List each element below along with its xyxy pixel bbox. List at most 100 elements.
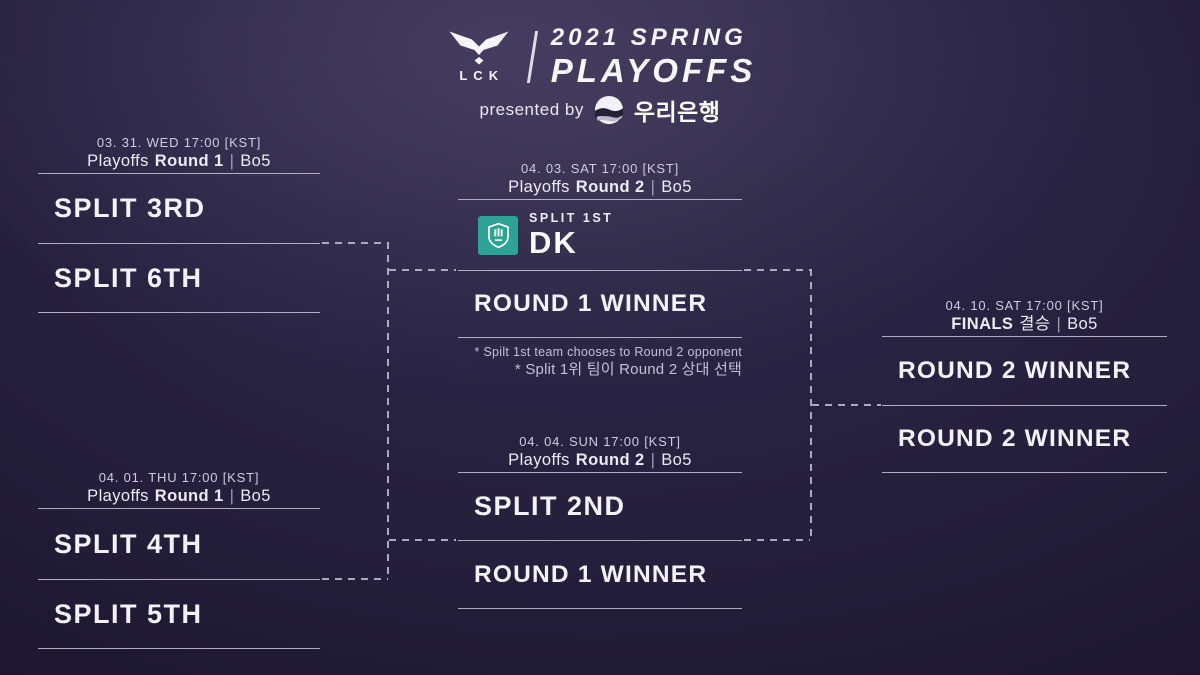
team-slot: ROUND 1 WINNER	[458, 271, 742, 337]
brand-divider	[526, 30, 538, 83]
match-date: 03. 31. WED 17:00 [KST]	[96, 135, 262, 150]
connector-from-round2-a	[744, 269, 810, 271]
bracket-rule	[38, 173, 320, 174]
lck-bird-icon	[449, 31, 509, 65]
match-stage: FINALS 결승 | Bo5	[882, 314, 1167, 334]
stage-name: Playoffs	[87, 152, 149, 170]
bracket-rule	[38, 508, 320, 509]
match-header: 03. 31. WED 17:00 [KST] Playoffs Round 1…	[38, 135, 320, 171]
bracket-rule	[882, 336, 1167, 337]
bracket-rule	[458, 270, 742, 271]
connector-to-finals	[812, 404, 881, 406]
connector-left-trunk	[387, 242, 389, 579]
bracket-rule	[458, 540, 742, 541]
header-brand: LCK 2021 SPRING PLAYOFFS	[0, 26, 1200, 87]
sponsor-name: 우리은행	[633, 99, 721, 125]
match-round2-b: 04. 04. SUN 17:00 [KST] Playoffs Round 2…	[458, 434, 742, 609]
seeded-team-text: SPLIT 1ST DK	[529, 212, 613, 259]
footnote-korean: * Split 1위 팀이 Round 2 상대 선택	[514, 361, 742, 378]
team-name: SPLIT 2ND	[474, 491, 626, 521]
match-finals: 04. 10. SAT 17:00 [KST] FINALS 결승 | Bo5 …	[882, 298, 1167, 473]
connector-right-trunk	[810, 269, 812, 541]
match-stage: Playoffs Round 2 | Bo5	[458, 450, 742, 470]
team-slot: ROUND 2 WINNER	[882, 406, 1167, 472]
stage-format: Bo5	[661, 178, 692, 196]
team-slot: ROUND 2 WINNER	[882, 337, 1167, 405]
team-slot: SPLIT 6TH	[38, 244, 320, 312]
stage-round: Round 1	[154, 152, 224, 170]
presented-by-label: presented by	[479, 100, 584, 119]
sponsor-row: presented by 우리은행	[0, 93, 1200, 127]
seed-choice-footnotes: * Spilt 1st team chooses to Round 2 oppo…	[458, 344, 742, 379]
seeded-team-slot: SPLIT 1ST DK	[458, 200, 742, 270]
match-round1-b: 04. 01. THU 17:00 [KST] Playoffs Round 1…	[38, 470, 320, 649]
connector-from-round1-a	[322, 242, 388, 244]
seed-label: SPLIT 1ST	[529, 210, 614, 225]
team-slot: ROUND 1 WINNER	[458, 541, 742, 608]
bracket-rule	[38, 579, 320, 580]
bracket-rule	[458, 608, 742, 609]
team-name: SPLIT 4TH	[54, 528, 203, 559]
stage-name: Playoffs	[87, 487, 149, 505]
footnote-english: * Spilt 1st team chooses to Round 2 oppo…	[474, 345, 742, 359]
stage-name: Playoffs	[508, 451, 570, 469]
bracket-rule	[458, 337, 742, 338]
match-header: 04. 10. SAT 17:00 [KST] FINALS 결승 | Bo5	[882, 298, 1167, 334]
bracket-rule	[38, 243, 320, 244]
event-title-line2: PLAYOFFS	[550, 52, 757, 89]
bracket-rule	[458, 199, 742, 200]
connector-to-round2-a	[389, 269, 456, 271]
stage-separator: |	[650, 178, 656, 196]
team-slot: SPLIT 2ND	[458, 473, 742, 540]
dwg-kia-shield-icon	[487, 222, 509, 248]
woori-bank-icon	[594, 95, 623, 125]
team-slot: SPLIT 3RD	[38, 174, 320, 243]
match-round2-a: 04. 03. SAT 17:00 [KST] Playoffs Round 2…	[458, 161, 742, 379]
bracket-rule	[38, 648, 320, 649]
stage-format: Bo5	[1067, 315, 1098, 333]
stage-round: FINALS	[951, 315, 1014, 333]
team-slot: SPLIT 4TH	[38, 509, 320, 579]
stage-separator: |	[229, 487, 235, 505]
bracket-rule	[38, 312, 320, 313]
stage-name: Playoffs	[508, 178, 570, 196]
connector-from-round1-b	[322, 578, 388, 580]
team-name: ROUND 2 WINNER	[898, 357, 1132, 384]
connector-from-round2-b	[744, 539, 810, 541]
team-name: SPLIT 6TH	[54, 262, 203, 293]
stage-format: Bo5	[240, 487, 271, 505]
connector-to-round2-b	[389, 539, 456, 541]
team-name: ROUND 1 WINNER	[474, 560, 708, 588]
stage-round: Round 2	[575, 451, 645, 469]
match-stage: Playoffs Round 2 | Bo5	[458, 177, 742, 197]
stage-round: Round 2	[575, 178, 645, 196]
match-header: 04. 01. THU 17:00 [KST] Playoffs Round 1…	[38, 470, 320, 506]
team-name: SPLIT 5TH	[54, 598, 203, 629]
team-slot: SPLIT 5TH	[38, 580, 320, 648]
match-date: 04. 10. SAT 17:00 [KST]	[945, 298, 1104, 313]
match-header: 04. 03. SAT 17:00 [KST] Playoffs Round 2…	[458, 161, 742, 197]
match-stage: Playoffs Round 1 | Bo5	[38, 151, 320, 171]
team-name: ROUND 2 WINNER	[898, 425, 1132, 452]
event-title: 2021 SPRING PLAYOFFS	[550, 26, 757, 89]
team-name: SPLIT 3RD	[54, 193, 206, 223]
match-header: 04. 04. SUN 17:00 [KST] Playoffs Round 2…	[458, 434, 742, 470]
bracket-rule	[458, 472, 742, 473]
match-date: 04. 01. THU 17:00 [KST]	[98, 470, 260, 485]
dk-team-logo	[478, 215, 518, 255]
bracket-rule	[882, 472, 1167, 473]
stage-korean: 결승	[1019, 315, 1051, 333]
stage-format: Bo5	[240, 152, 271, 170]
stage-format: Bo5	[661, 451, 692, 469]
stage-round: Round 1	[154, 487, 224, 505]
match-date: 04. 04. SUN 17:00 [KST]	[519, 434, 681, 449]
stage-separator: |	[1056, 315, 1062, 333]
stage-separator: |	[650, 451, 656, 469]
lck-wordmark: LCK	[459, 68, 505, 83]
bracket-rule	[882, 405, 1167, 406]
match-date: 04. 03. SAT 17:00 [KST]	[520, 161, 680, 176]
lck-logo: LCK	[444, 31, 514, 82]
match-round1-a: 03. 31. WED 17:00 [KST] Playoffs Round 1…	[38, 135, 320, 313]
match-stage: Playoffs Round 1 | Bo5	[38, 486, 320, 506]
